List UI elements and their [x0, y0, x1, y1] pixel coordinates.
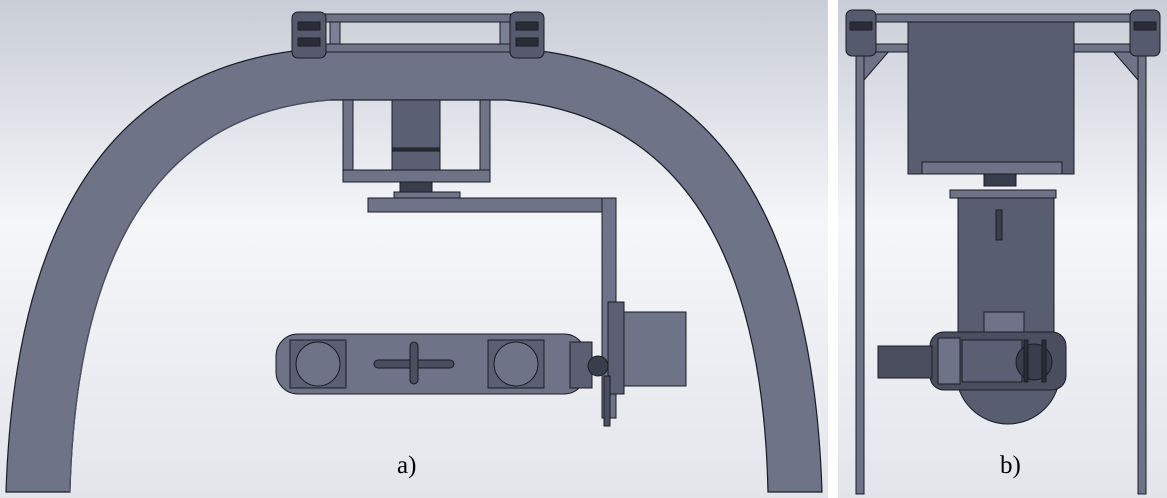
camera-plate [275, 333, 609, 395]
pan-motor-housing [342, 99, 491, 183]
side-view-drawing [838, 0, 1167, 498]
panel-front-view: a) [0, 0, 828, 498]
pan-motor-housing [907, 21, 1075, 175]
arch-inner-edge [69, 99, 331, 493]
tilt-arm [957, 197, 1055, 335]
camera-assembly [877, 331, 1067, 425]
panel-divider [828, 0, 838, 498]
top-mount-bracket [291, 11, 545, 59]
panel-a-label: a) [397, 452, 417, 479]
front-view-drawing [0, 0, 828, 498]
panel-b-label: b) [1000, 452, 1021, 479]
panel-side-view: b) [838, 0, 1167, 498]
pan-servo-horn [949, 173, 1057, 199]
tilt-motor [603, 301, 687, 427]
